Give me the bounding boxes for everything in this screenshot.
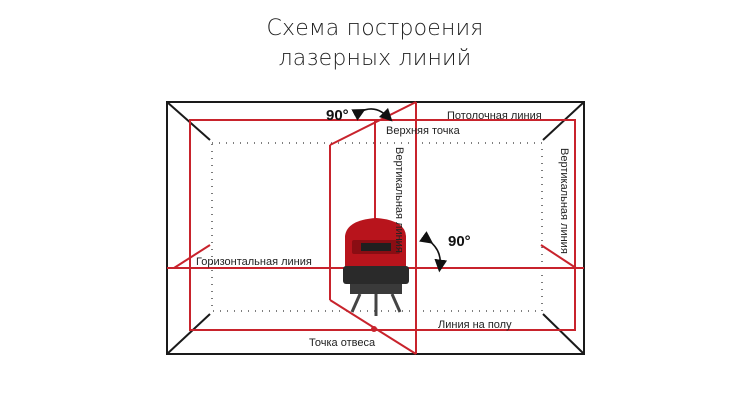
page-title: Схема построения лазерных линий	[0, 14, 750, 74]
level-device-icon	[343, 218, 409, 316]
room-outer-frame	[166, 101, 585, 355]
plumb-point-label: Точка отвеса	[309, 337, 376, 349]
plumb-dot-icon	[371, 326, 377, 332]
laser-right-wall-seg	[540, 244, 577, 269]
title-line-1: Схема построения	[266, 16, 484, 41]
title-line-2: лазерных линий	[278, 46, 472, 71]
room-corner-br	[542, 313, 585, 355]
floor-line-label: Линия на полу	[438, 319, 512, 331]
laser-left-wall-seg	[173, 244, 211, 269]
angle-right-label: 90°	[448, 233, 471, 250]
curved-arrow-icon	[351, 107, 393, 122]
vertical-line-label-center: Вертикальная линия	[393, 147, 405, 253]
back-wall-dotted	[211, 142, 543, 312]
ceiling-line-label: Потолочная линия	[447, 110, 542, 122]
angle-top-label: 90°	[326, 107, 349, 124]
curved-arrow-icon	[419, 231, 448, 273]
upper-point-label: Верхняя точка	[386, 125, 461, 137]
laser-diagonal-top	[329, 101, 417, 146]
horizontal-line-label: Горизонтальная линия	[196, 256, 312, 268]
room-corner-bl	[166, 313, 211, 355]
room-corner-tl	[166, 101, 211, 141]
vertical-line-label-right: Вертикальная линия	[558, 148, 570, 254]
